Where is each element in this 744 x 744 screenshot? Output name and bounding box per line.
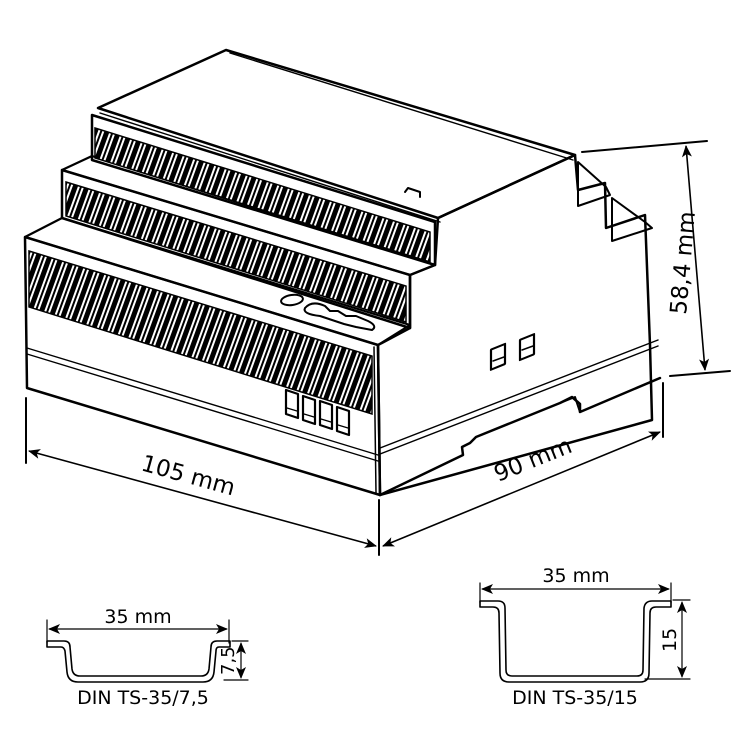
depth-label: 90 mm bbox=[491, 433, 576, 488]
rail-ts35-15-caption: DIN TS-35/15 bbox=[512, 687, 638, 709]
top-tier-vents bbox=[94, 126, 431, 264]
height-label: 58,4 mm bbox=[666, 210, 701, 315]
status-led-strip bbox=[303, 302, 376, 331]
rail-ts35-15-width-extension bbox=[479, 582, 672, 604]
led-indicators bbox=[280, 293, 376, 331]
depth-dimension-line bbox=[382, 431, 661, 547]
rail-ts35-7-5-width-label: 35 mm bbox=[104, 606, 171, 628]
rail-ts35-7-5-height-extension bbox=[223, 640, 249, 681]
length-dimension-line bbox=[28, 449, 377, 548]
rail-ts35-15-profile bbox=[479, 600, 672, 683]
front-corner-edge bbox=[373, 346, 377, 494]
middle-tier-front-face bbox=[60, 168, 412, 330]
right-step-upper bbox=[577, 161, 611, 207]
rail-ts35-7-5-height-label: 7,5 bbox=[218, 646, 239, 675]
top-tier-top-face bbox=[96, 48, 577, 220]
power-led bbox=[280, 293, 304, 307]
height-extension-bottom bbox=[669, 370, 731, 377]
enclosure-body bbox=[23, 48, 662, 497]
height-extension-top bbox=[581, 140, 708, 153]
middle-tier-vents bbox=[65, 180, 407, 324]
right-side-face bbox=[376, 153, 654, 497]
rail-ts35-7-5: 35 mm 7,5 DIN TS-35/7,5 bbox=[46, 606, 249, 709]
rail-ts35-15-width-label: 35 mm bbox=[542, 565, 609, 587]
rail-ts35-15: 35 mm 15 DIN TS-35/15 bbox=[479, 565, 691, 709]
height-dimension-line bbox=[681, 145, 710, 371]
din-clip-notch bbox=[559, 396, 581, 413]
switch-windows bbox=[489, 333, 536, 371]
rail-ts35-7-5-width-extension bbox=[46, 619, 230, 644]
rail-ts35-15-height-extension bbox=[644, 599, 691, 680]
top-tier-top-rim bbox=[99, 52, 574, 223]
right-step-lower bbox=[611, 197, 653, 242]
top-tier-clip bbox=[404, 187, 421, 198]
bottom-tier-seam bbox=[26, 347, 379, 462]
rail-ts35-15-height-label: 15 bbox=[659, 628, 681, 652]
rail-ts35-7-5-profile bbox=[46, 640, 231, 683]
top-tier-front-face bbox=[90, 113, 437, 267]
rail-ts35-7-5-caption: DIN TS-35/7,5 bbox=[77, 687, 209, 709]
bottom-tier-vents bbox=[28, 249, 373, 416]
terminal-blocks bbox=[284, 388, 351, 437]
bottom-tier-front-face bbox=[23, 235, 382, 497]
